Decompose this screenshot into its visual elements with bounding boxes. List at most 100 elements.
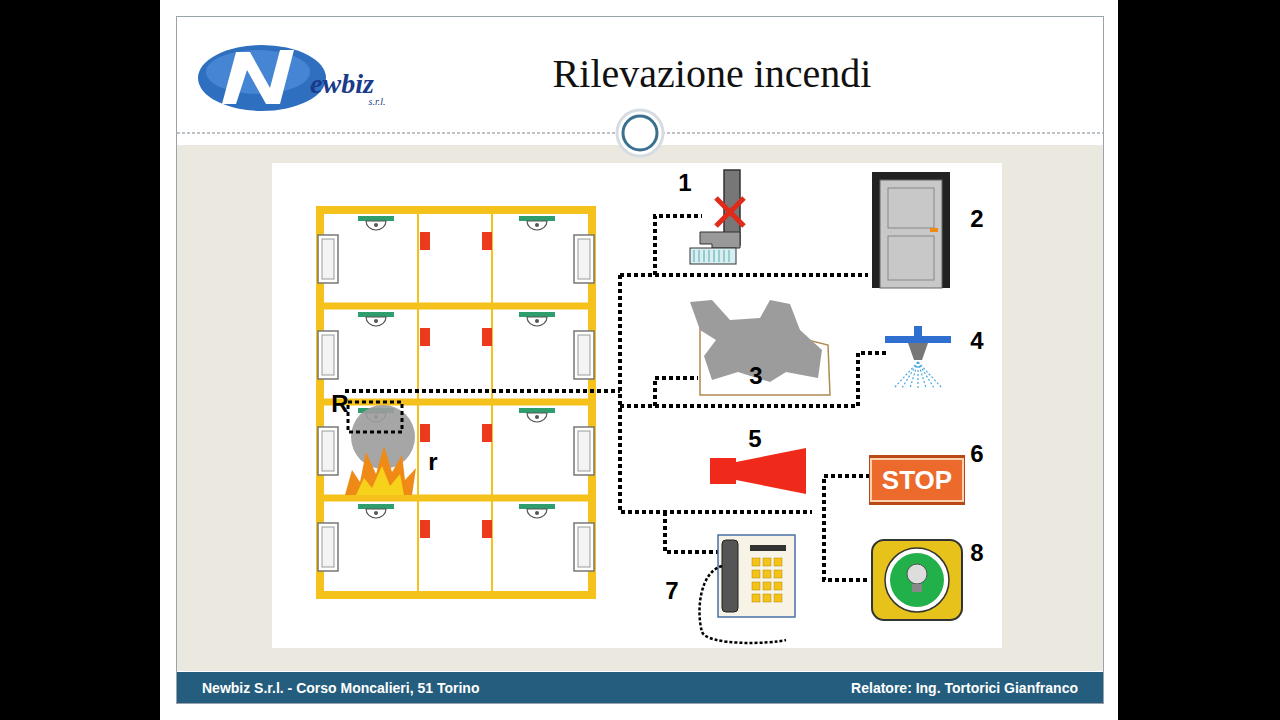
- lamp-bulb: [907, 564, 927, 584]
- window: [574, 523, 594, 571]
- fire-core: [356, 466, 404, 495]
- callout-number: 5: [748, 426, 761, 452]
- dialer-cord: [699, 566, 786, 643]
- alarm-button: [482, 424, 492, 442]
- dialer-key: [752, 594, 760, 602]
- footer-band: Newbiz S.r.l. - Corso Moncalieri, 51 Tor…: [177, 672, 1103, 703]
- detection-zone: [348, 402, 402, 432]
- stop-button: STOP: [870, 458, 964, 502]
- sprinkler-stem: [914, 326, 922, 338]
- callout-number: 3: [749, 363, 762, 389]
- dialer-key: [763, 594, 771, 602]
- window: [318, 235, 338, 283]
- dialer-key: [763, 582, 771, 590]
- dialer-display: [750, 545, 786, 551]
- smoke-detector-base: [519, 312, 555, 317]
- slide-background: [160, 0, 1118, 720]
- plate-stripe: [719, 250, 720, 262]
- smoke-detector-head: [527, 317, 547, 326]
- window-pane: [578, 431, 590, 471]
- smoke-detector-base: [519, 216, 555, 221]
- door-panel: [888, 188, 934, 228]
- plate-stripe: [704, 250, 705, 262]
- dialer-key: [774, 594, 782, 602]
- callout-number: 8: [970, 540, 983, 566]
- detector-lamp: [535, 511, 539, 515]
- dialer-key: [752, 582, 760, 590]
- callout-number: 2: [970, 206, 983, 232]
- alarm-button: [420, 328, 430, 346]
- plate-stripe: [699, 250, 700, 262]
- floor-slab: [320, 495, 592, 502]
- release-cross: [716, 198, 744, 226]
- window-pane: [322, 239, 334, 279]
- window-pane: [322, 335, 334, 375]
- smoke-detector-base: [358, 504, 394, 509]
- window: [318, 523, 338, 571]
- siren-body: [710, 458, 736, 484]
- dialer-key: [752, 570, 760, 578]
- plate-stripe: [729, 250, 730, 262]
- smoke-detector-base: [519, 408, 555, 413]
- fire-flame: [345, 446, 416, 495]
- dialer-key: [763, 558, 771, 566]
- window: [318, 427, 338, 475]
- callout-number: 1: [678, 170, 691, 196]
- siren-horn: [736, 448, 806, 494]
- water-spray: [917, 362, 918, 388]
- plate-stripe: [694, 250, 695, 262]
- button-label: STOP: [882, 465, 952, 496]
- detector-lamp: [535, 319, 539, 323]
- callout-number: 4: [970, 328, 983, 354]
- detector-lamp: [374, 511, 378, 515]
- alarm-button: [482, 232, 492, 250]
- water-spray: [918, 362, 942, 388]
- lamp-button-face: [890, 553, 944, 607]
- smoke-detector-head: [527, 221, 547, 230]
- window-pane: [578, 527, 590, 567]
- callout-number: 6: [970, 441, 983, 467]
- logo-text: ewbiz: [310, 69, 374, 100]
- window-pane: [322, 527, 334, 567]
- water-spray: [894, 362, 918, 388]
- door-holder-plate: [690, 248, 736, 264]
- window: [318, 331, 338, 379]
- alarm-button: [420, 520, 430, 538]
- content-panel: [177, 145, 1103, 671]
- water-spray: [910, 362, 918, 388]
- alarm-button: [482, 520, 492, 538]
- stop-button-frame: [869, 455, 965, 505]
- phone-wire: [665, 512, 718, 552]
- smoke-detector-head: [366, 317, 386, 326]
- plate-stripe: [724, 250, 725, 262]
- dialer-key: [774, 570, 782, 578]
- logo-n-glyph: [222, 50, 294, 104]
- door-panel: [888, 236, 934, 280]
- logo-ellipse: [198, 45, 326, 111]
- detector-lamp: [535, 223, 539, 227]
- floor-slab: [320, 399, 592, 406]
- window: [574, 427, 594, 475]
- slide-title: Rilevazione incendi: [553, 52, 872, 96]
- door-leaf: [880, 180, 942, 288]
- window: [574, 331, 594, 379]
- dialer-key: [763, 570, 771, 578]
- window-pane: [578, 239, 590, 279]
- footer-text: Newbiz S.r.l. - Corso Moncalieri, 51 Tor…: [202, 680, 479, 696]
- sprinkler-head: [908, 343, 928, 360]
- alarm-button: [482, 328, 492, 346]
- dialer-body: [718, 535, 795, 617]
- door-handle: [930, 228, 938, 232]
- alarm-button: [420, 232, 430, 250]
- dialer-key: [774, 558, 782, 566]
- lamp-socket: [912, 584, 922, 592]
- detector-lamp: [535, 415, 539, 419]
- smoke-detector-base: [519, 504, 555, 509]
- holder-wire: [655, 216, 702, 275]
- smoke-detector-head: [527, 413, 547, 422]
- callout-letter: r: [428, 449, 437, 475]
- alarm-button: [420, 424, 430, 442]
- zone-map-wire: [655, 378, 698, 406]
- lamp-button-housing: [872, 540, 962, 620]
